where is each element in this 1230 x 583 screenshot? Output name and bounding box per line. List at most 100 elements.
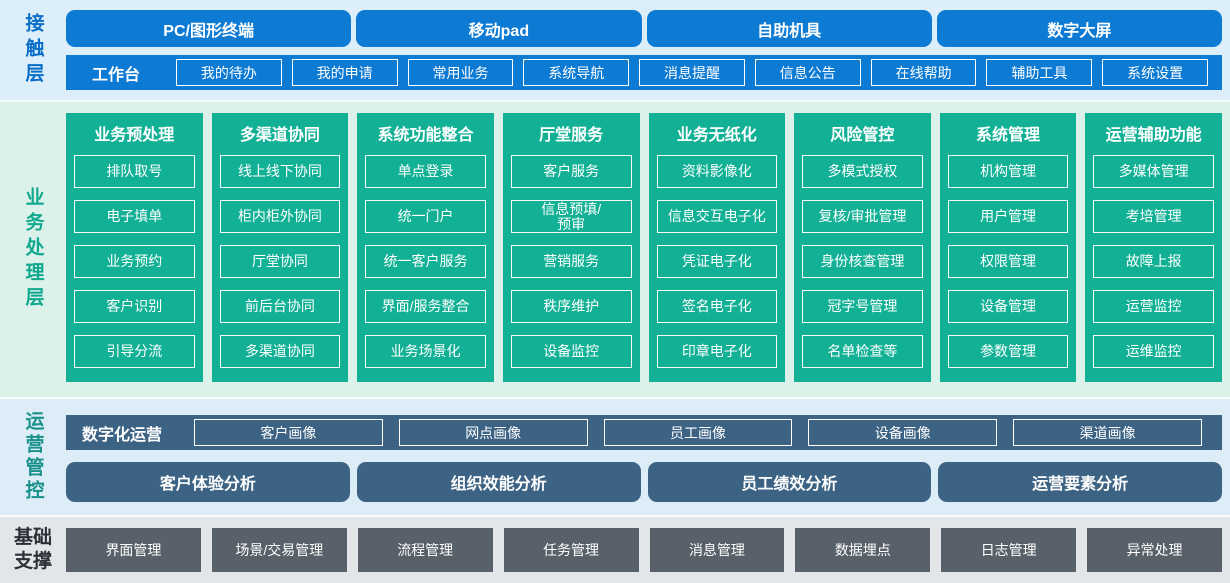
terminal-block: 数字大屏 (936, 10, 1222, 47)
business-layer-label: 业务处理层 (22, 187, 44, 312)
business-column: 运营辅助功能 多媒体管理 考培管理 故障上报 运营监控 运维监控 (1085, 113, 1222, 382)
business-item: 运维监控 (1093, 335, 1214, 368)
foundation-item: 数据埋点 (795, 528, 931, 572)
foundation-layer-content: 界面管理 场景/交易管理 流程管理 任务管理 消息管理 数据埋点 日志管理 异常… (66, 517, 1230, 583)
business-item: 界面/服务整合 (365, 290, 486, 323)
workbench-item: 我的申请 (291, 59, 398, 86)
digital-operations-bar: 数字化运营 客户画像 网点画像 员工画像 设备画像 渠道画像 (66, 415, 1222, 450)
business-item: 机构管理 (947, 155, 1069, 188)
digital-portrait-item: 员工画像 (603, 419, 793, 446)
contact-layer-label-area: 接触层 (0, 0, 66, 100)
business-item: 身份核查管理 (802, 245, 923, 278)
business-item: 复核/审批管理 (802, 200, 923, 233)
business-column: 系统功能整合 单点登录 统一门户 统一客户服务 界面/服务整合 业务场景化 (357, 113, 494, 382)
workbench-item: 常用业务 (407, 59, 514, 86)
foundation-layer-label: 基础支撑 (13, 527, 52, 572)
business-item: 信息交互电子化 (656, 200, 778, 233)
digital-portrait-item: 网点画像 (398, 419, 588, 446)
business-item: 印章电子化 (656, 335, 778, 368)
business-item: 引导分流 (74, 335, 195, 368)
operations-layer-label-area: 运营管控 (0, 399, 66, 515)
operations-layer-label: 运营管控 (22, 411, 44, 503)
operations-layer-content: 数字化运营 客户画像 网点画像 员工画像 设备画像 渠道画像 客户体验分析 组织… (66, 399, 1230, 515)
business-item: 客户服务 (510, 155, 632, 188)
business-item: 冠字号管理 (802, 290, 923, 323)
business-item: 设备监控 (510, 335, 632, 368)
business-item: 信息预填/ 预审 (510, 200, 632, 233)
business-item: 凭证电子化 (656, 245, 778, 278)
foundation-item: 异常处理 (1087, 528, 1222, 572)
business-item: 多模式授权 (802, 155, 923, 188)
workbench-item: 系统设置 (1102, 59, 1209, 86)
foundation-layer-band: 基础支撑 界面管理 场景/交易管理 流程管理 任务管理 消息管理 数据埋点 日志… (0, 515, 1230, 583)
contact-layer-content: PC/图形终端 移动pad 自助机具 数字大屏 工作台 我的待办 我的申请 常用… (66, 0, 1230, 100)
business-column-title: 系统功能整合 (377, 127, 474, 144)
business-layer-label-area: 业务处理层 (0, 102, 66, 397)
business-column-title: 运营辅助功能 (1105, 127, 1202, 144)
foundation-item: 日志管理 (941, 528, 1077, 572)
business-column-title: 多渠道协同 (239, 127, 320, 144)
terminal-block: 自助机具 (646, 10, 932, 47)
workbench-item: 我的待办 (176, 59, 282, 86)
business-item: 电子填单 (74, 200, 195, 233)
business-item: 统一客户服务 (365, 245, 486, 278)
business-column: 系统管理 机构管理 用户管理 权限管理 设备管理 参数管理 (939, 113, 1077, 382)
business-column: 风险管控 多模式授权 复核/审批管理 身份核查管理 冠字号管理 名单检查等 (794, 113, 931, 382)
terminal-block: PC/图形终端 (66, 10, 352, 47)
business-item: 故障上报 (1093, 245, 1214, 278)
workbench-item: 信息公告 (754, 59, 861, 86)
business-item: 权限管理 (947, 245, 1069, 278)
business-item: 用户管理 (947, 200, 1069, 233)
analysis-block: 组织效能分析 (356, 462, 641, 502)
business-column: 业务预处理 排队取号 电子填单 业务预约 客户识别 引导分流 (66, 113, 203, 382)
business-item: 多媒体管理 (1093, 155, 1214, 188)
business-column-title: 业务无纸化 (676, 127, 757, 144)
business-item: 厅堂协同 (219, 245, 341, 278)
workbench-item: 辅助工具 (986, 59, 1093, 86)
foundation-item: 界面管理 (66, 528, 201, 572)
business-item: 线上线下协同 (219, 155, 341, 188)
business-item: 资料影像化 (656, 155, 778, 188)
digital-operations-label: 数字化运营 (81, 426, 162, 444)
terminal-block: 移动pad (356, 10, 642, 47)
business-column-title: 风险管控 (830, 127, 895, 144)
business-item: 排队取号 (74, 155, 195, 188)
business-item: 多渠道协同 (219, 335, 341, 368)
foundation-layer-label-area: 基础支撑 (0, 517, 66, 583)
terminal-row: PC/图形终端 移动pad 自助机具 数字大屏 (66, 10, 1222, 47)
business-item: 考培管理 (1093, 200, 1214, 233)
analysis-block: 员工绩效分析 (647, 462, 932, 502)
foundation-item: 场景/交易管理 (211, 528, 347, 572)
digital-portrait-item: 渠道画像 (1013, 419, 1202, 446)
business-item: 柜内柜外协同 (219, 200, 341, 233)
workbench-item: 在线帮助 (870, 59, 977, 86)
business-item: 统一门户 (365, 200, 486, 233)
workbench-bar: 工作台 我的待办 我的申请 常用业务 系统导航 消息提醒 信息公告 在线帮助 辅… (66, 55, 1222, 90)
contact-layer-band: 接触层 PC/图形终端 移动pad 自助机具 数字大屏 工作台 我的待办 我的申… (0, 0, 1230, 100)
contact-layer-label: 接触层 (22, 12, 44, 88)
foundation-item: 消息管理 (649, 528, 785, 572)
business-item: 秩序维护 (510, 290, 632, 323)
operations-layer-band: 运营管控 数字化运营 客户画像 网点画像 员工画像 设备画像 渠道画像 客户体验… (0, 397, 1230, 515)
business-item: 前后台协同 (219, 290, 341, 323)
business-column: 多渠道协同 线上线下协同 柜内柜外协同 厅堂协同 前后台协同 多渠道协同 (211, 113, 349, 382)
workbench-item: 消息提醒 (639, 59, 745, 86)
business-item: 单点登录 (365, 155, 486, 188)
business-item: 客户识别 (74, 290, 195, 323)
business-item: 业务场景化 (365, 335, 486, 368)
business-column-title: 业务预处理 (94, 127, 175, 144)
business-column-title: 厅堂服务 (539, 127, 604, 144)
business-layer-band: 业务处理层 业务预处理 排队取号 电子填单 业务预约 客户识别 引导分流 多渠道… (0, 100, 1230, 397)
analysis-block: 客户体验分析 (66, 462, 350, 502)
business-item: 业务预约 (74, 245, 195, 278)
business-column: 业务无纸化 资料影像化 信息交互电子化 凭证电子化 签名电子化 印章电子化 (648, 113, 786, 382)
business-item: 运营监控 (1093, 290, 1214, 323)
business-column-title: 系统管理 (976, 127, 1041, 144)
analysis-row: 客户体验分析 组织效能分析 员工绩效分析 运营要素分析 (66, 462, 1222, 502)
workbench-item: 系统导航 (523, 59, 630, 86)
business-item: 参数管理 (947, 335, 1069, 368)
digital-portrait-item: 设备画像 (808, 419, 998, 446)
business-item: 营销服务 (510, 245, 632, 278)
foundation-item: 流程管理 (357, 528, 493, 572)
foundation-item: 任务管理 (503, 528, 639, 572)
